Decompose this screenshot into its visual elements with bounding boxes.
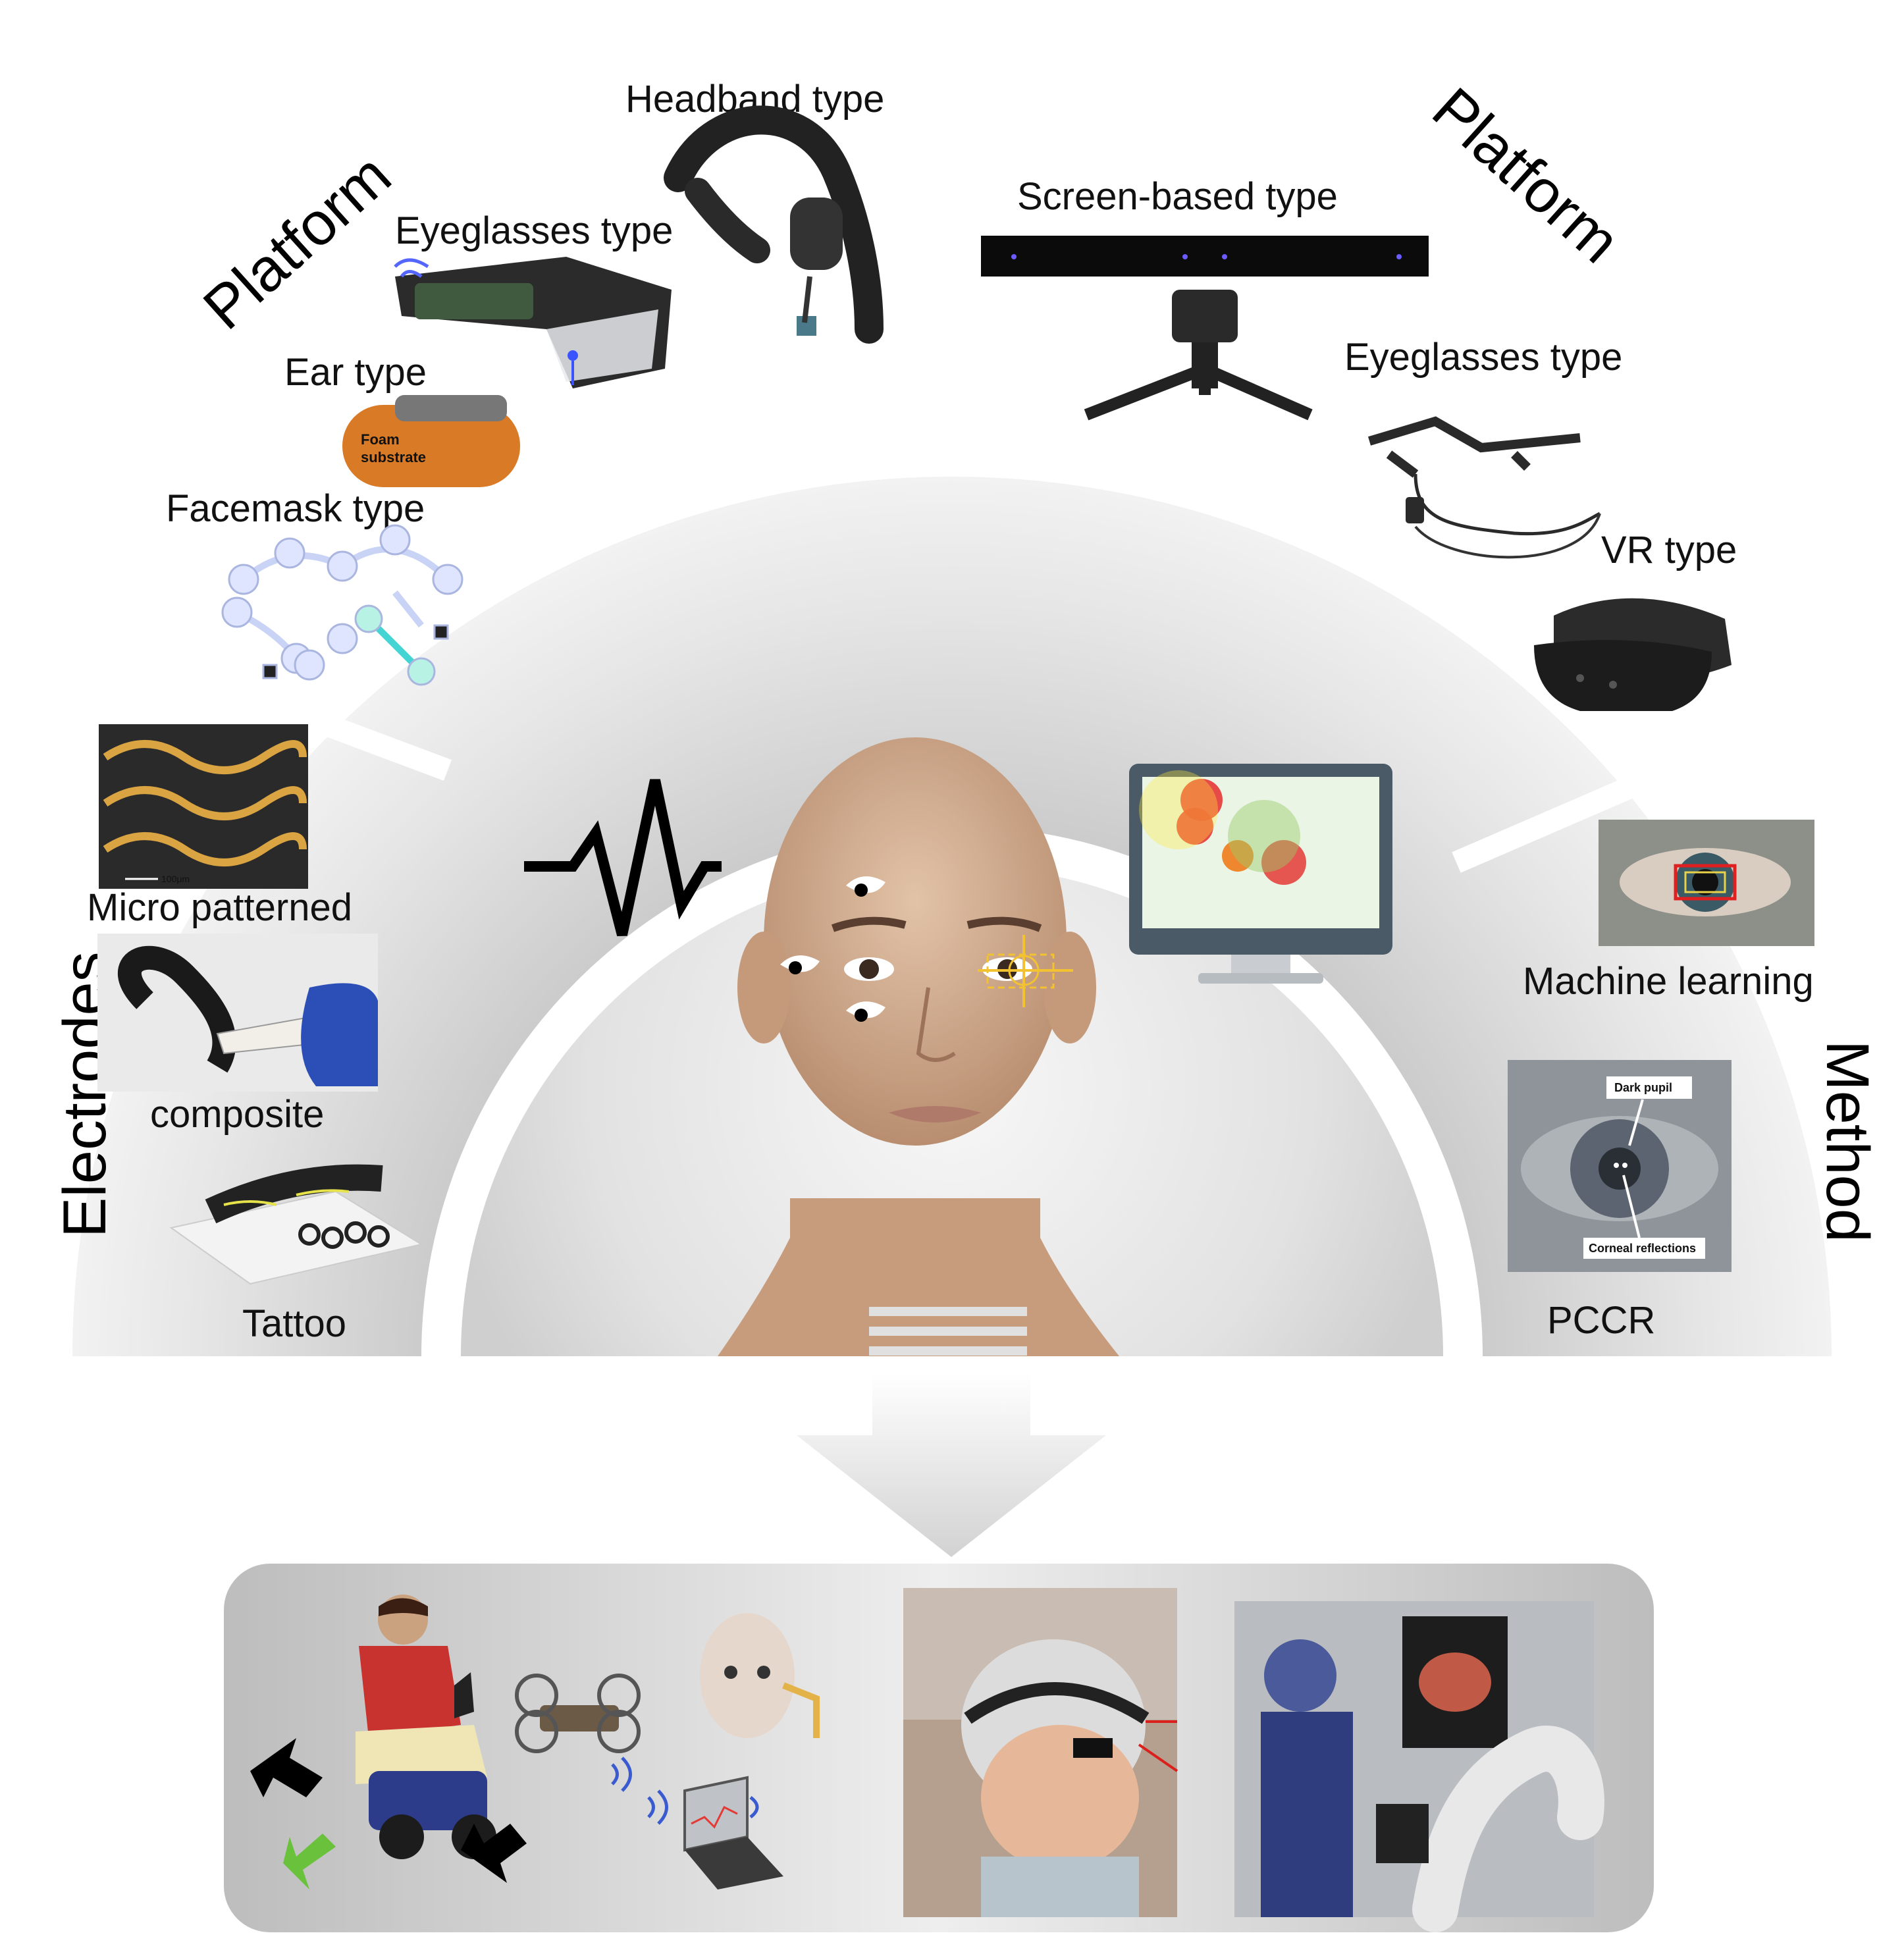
machine-learning-image (1599, 820, 1814, 946)
pccr-image: Dark pupil Corneal reflections (1508, 1060, 1732, 1272)
ear-device-image: Foam substrate (342, 395, 520, 487)
eog-glasses-image (394, 257, 672, 388)
heatmap-monitor-icon (1129, 764, 1392, 984)
applications-panel (224, 1564, 1654, 1932)
video-glasses-image (1367, 416, 1601, 559)
section-title-platform-left: Platform (191, 142, 404, 342)
label-micro-patterned: Micro patterned (87, 886, 352, 929)
section-title-platform-right: Platform (1420, 75, 1633, 276)
composite-image (97, 934, 378, 1092)
waveform-icon (524, 779, 722, 936)
face-illustration (718, 737, 1119, 1356)
label-ear-type: Ear type (284, 351, 427, 394)
facemask-electrodes-image (221, 524, 463, 686)
vr-headset-image (1534, 598, 1732, 711)
eog-electrode-markers (780, 876, 886, 1022)
infant-eye-tracker-photo (903, 1588, 1178, 1917)
label-machine-learning: Machine learning (1523, 960, 1814, 1003)
ear-inset-label-2: substrate (361, 449, 426, 465)
section-title-method: Method (1814, 1040, 1881, 1242)
wheelchair-application-image (250, 1595, 527, 1890)
label-facemask-type: Facemask type (166, 487, 425, 530)
platform-right-group: Screen-based type Eyeglasses type VR typ… (981, 175, 1737, 711)
label-pccr: PCCR (1547, 1299, 1655, 1342)
ear-inset-label-1: Foam (361, 431, 400, 448)
gaze-crosshair-icon (978, 935, 1073, 1007)
pccr-corneal-label: Corneal reflections (1589, 1242, 1696, 1255)
label-screen-based-type: Screen-based type (1017, 175, 1338, 218)
laptop-image (647, 1776, 783, 1890)
label-tattoo: Tattoo (242, 1302, 346, 1345)
drone-control-image (515, 1674, 641, 1792)
tattoo-image (169, 1164, 423, 1285)
electrodes-group: 100μm Micro patterned composite Tattoo (87, 724, 423, 1345)
down-arrow-icon (797, 1307, 1106, 1557)
headband-image (664, 105, 884, 344)
micro-patterned-image: 100μm (99, 724, 308, 889)
method-group: Machine learning Dark pupil Corneal refl… (1508, 820, 1814, 1342)
pccr-dark-pupil-label: Dark pupil (1614, 1081, 1672, 1094)
label-vr-type: VR type (1601, 529, 1737, 571)
humanoid-head-image (700, 1613, 820, 1738)
surgical-robot-photo (1234, 1601, 1604, 1932)
platform-left-group: Headband type Eyeglasses type Ear type F… (166, 78, 884, 686)
label-composite: composite (150, 1093, 324, 1136)
label-eyeglasses-type-right: Eyeglasses type (1344, 336, 1622, 379)
micro-scale-bar: 100μm (161, 874, 190, 884)
screen-tracker-image (981, 236, 1429, 421)
label-eyeglasses-type-left: Eyeglasses type (395, 209, 673, 252)
